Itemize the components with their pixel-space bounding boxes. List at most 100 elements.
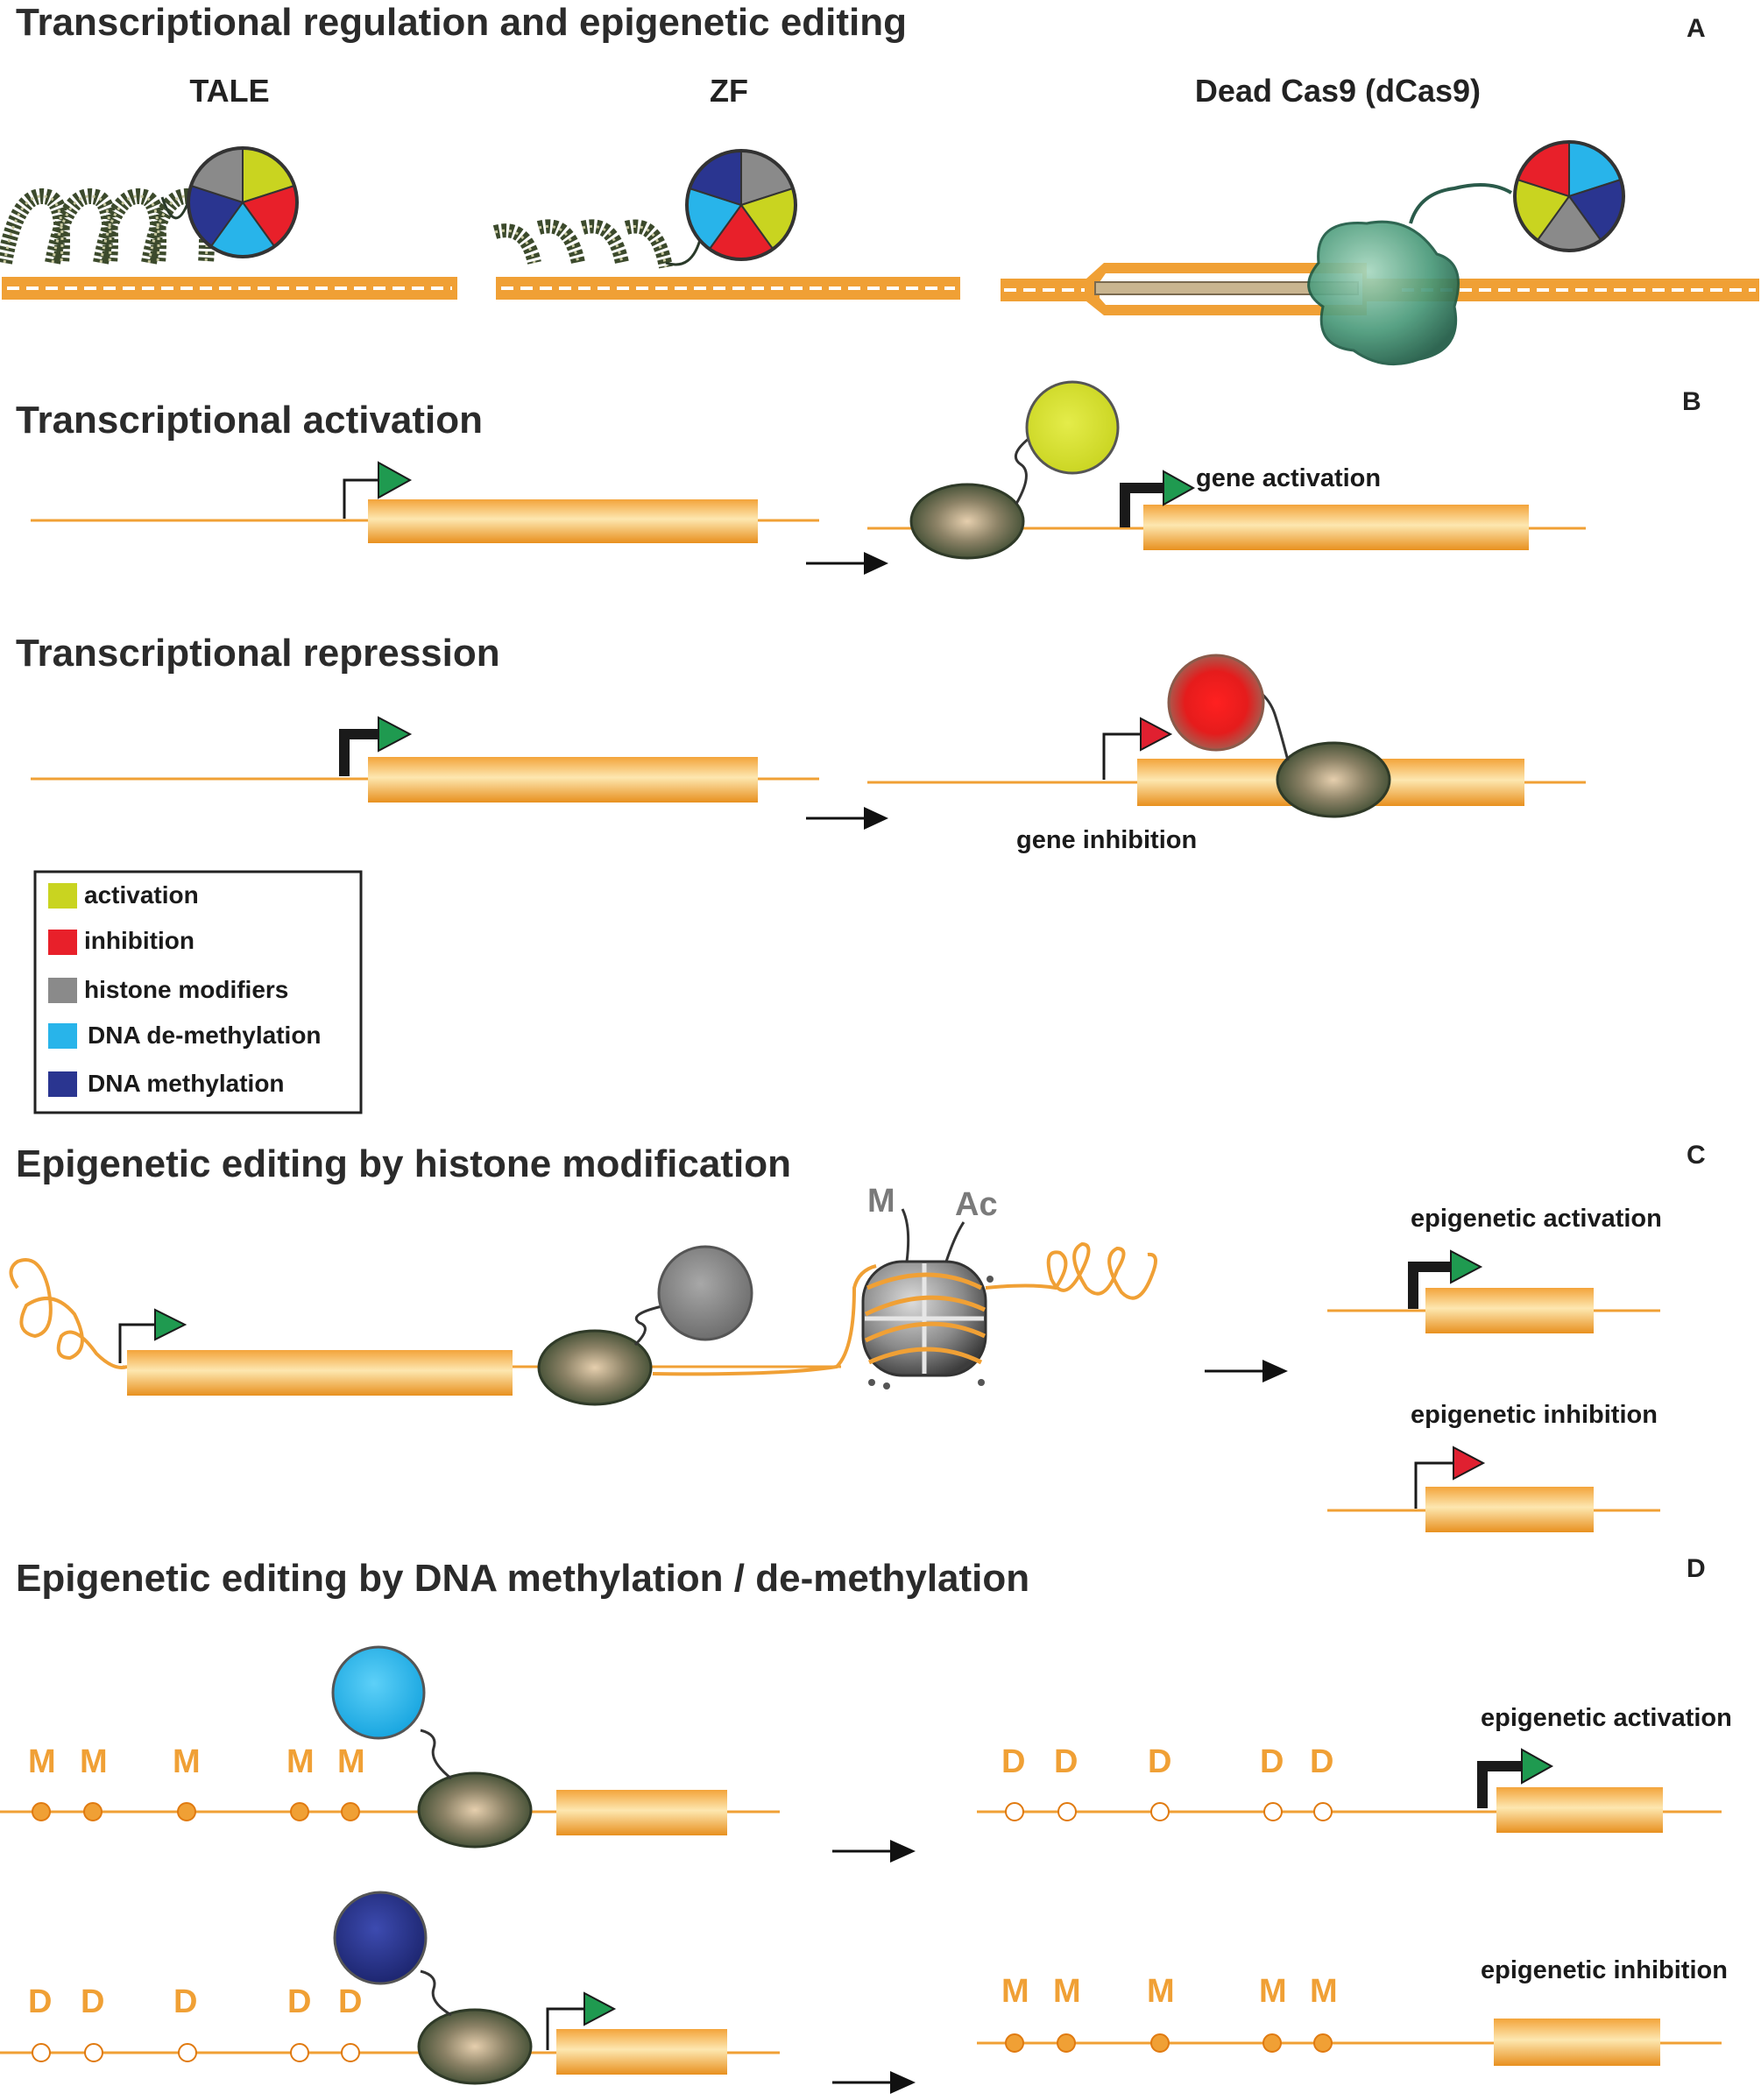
cpg-mark-label: M xyxy=(337,1743,365,1780)
cpg-mark-label: D xyxy=(338,1983,362,2020)
arrowhead-icon xyxy=(890,1840,916,1863)
legend-swatch-histone-modifiers xyxy=(48,978,77,1003)
chromatin-coil xyxy=(985,1241,1157,1300)
legend-swatch-dna-methylation xyxy=(48,1071,77,1097)
panel-c-title: Epigenetic editing by histone modificati… xyxy=(16,1142,791,1185)
arrowhead-green-icon xyxy=(378,461,413,499)
arrowhead-red-icon xyxy=(1140,717,1173,752)
gene-inhibition-label: gene inhibition xyxy=(1016,826,1197,854)
legend-swatch-inhibition xyxy=(48,930,77,955)
methylation-marks-row: M M M M M xyxy=(1001,1973,1338,2053)
linker xyxy=(420,1729,452,1780)
panel-d-title: Epigenetic editing by DNA methylation / … xyxy=(16,1557,1029,1600)
gene-body xyxy=(1496,1787,1663,1833)
gene-body xyxy=(556,1790,727,1835)
arrowhead-icon xyxy=(864,807,888,830)
cpg-mark-label: D xyxy=(1054,1743,1078,1780)
arrowhead-red-icon xyxy=(1453,1446,1486,1481)
legend-box xyxy=(33,870,363,1114)
tale-repeats xyxy=(0,188,215,265)
histone-tail xyxy=(944,1221,965,1262)
arrowhead-green-icon xyxy=(1163,470,1196,506)
methylation-domain xyxy=(333,1891,428,1985)
histone-tail xyxy=(901,1208,910,1262)
cpg-mark-label: D xyxy=(1148,1743,1171,1780)
promoter-arrow-weak xyxy=(118,1323,155,1363)
gene-body xyxy=(556,2029,727,2075)
promoter-arrow-strong xyxy=(1120,483,1163,527)
cpg-mark-label: D xyxy=(173,1983,197,2020)
panel-d-letter: D xyxy=(1687,1554,1706,1583)
cpg-mark-label: M xyxy=(28,1743,56,1780)
dcas9-linker xyxy=(1409,183,1513,224)
activation-title: Transcriptional activation xyxy=(16,399,483,442)
tool-label-dcas9: Dead Cas9 (dCas9) xyxy=(1195,73,1481,109)
promoter-arrow-strong xyxy=(339,729,378,776)
gene-body xyxy=(1425,1487,1594,1532)
linker xyxy=(1014,436,1030,505)
methylation-marks-row: M M M M M xyxy=(28,1743,365,1821)
linker xyxy=(633,1304,667,1347)
gene-body xyxy=(1425,1288,1594,1333)
epigenetic-inhibition-label: epigenetic inhibition xyxy=(1481,1956,1728,1984)
promoter-arrow-weak xyxy=(343,478,378,519)
demethylated-marks-row: D D D D D xyxy=(28,1983,362,2062)
repressor-domain xyxy=(1167,654,1265,752)
dna-to-nucleosome xyxy=(652,1264,877,1376)
arrowhead-icon xyxy=(890,2071,916,2094)
cpg-mark-label: M xyxy=(80,1743,108,1780)
cpg-mark-label: M xyxy=(1310,1973,1338,2010)
promoter-arrow-strong xyxy=(1477,1761,1522,1808)
repression-title: Transcriptional repression xyxy=(16,632,500,675)
gene-body xyxy=(127,1350,513,1396)
cpg-mark-label: M xyxy=(1259,1973,1287,2010)
panel-b-letter: B xyxy=(1682,387,1701,416)
promoter-arrow-strong xyxy=(1408,1262,1451,1309)
arrowhead-green-icon xyxy=(154,1308,187,1341)
arrowhead-icon xyxy=(1262,1360,1288,1382)
epigenetic-activation-label: epigenetic activation xyxy=(1481,1704,1732,1732)
acetyl-mark-label: Ac xyxy=(955,1186,998,1223)
linker xyxy=(420,1969,452,2017)
cpg-mark-label: D xyxy=(1260,1743,1284,1780)
panel-d: Epigenetic editing by DNA methylation / … xyxy=(0,1554,1732,2094)
gene-body xyxy=(1143,505,1529,550)
cpg-mark-label: M xyxy=(173,1743,201,1780)
legend-label-dna-demethylation: DNA de-methylation xyxy=(88,1022,322,1049)
arrowhead-green-icon xyxy=(583,1991,617,2026)
legend-swatch-dna-demethylation xyxy=(48,1023,77,1049)
demethylated-marks-row: D D D D D xyxy=(1001,1743,1333,1821)
zf-effector-wheel xyxy=(685,149,797,261)
dna-binding-protein xyxy=(537,1329,653,1406)
arrowhead-green-icon xyxy=(378,716,413,753)
epigenetic-inhibition-label: epigenetic inhibition xyxy=(1411,1401,1658,1429)
gene-activation-label: gene activation xyxy=(1196,464,1381,492)
nucleosome xyxy=(861,1260,994,1389)
tool-label-zf: ZF xyxy=(710,73,748,109)
panel-a: Transcriptional regulation and epigeneti… xyxy=(0,1,1759,366)
legend-label-dna-methylation: DNA methylation xyxy=(88,1070,285,1097)
tale-linker xyxy=(160,196,190,220)
cpg-mark-label: D xyxy=(287,1983,311,2020)
gene-body xyxy=(1494,2019,1660,2066)
arrowhead-icon xyxy=(864,552,888,575)
cpg-mark-label: D xyxy=(81,1983,104,2020)
gene-body xyxy=(368,499,758,543)
zf-fingers xyxy=(492,219,673,269)
promoter-arrow-weak xyxy=(546,2007,584,2050)
dna-binding-protein xyxy=(909,483,1025,560)
dcas9-effector-wheel xyxy=(1513,140,1625,252)
gene-body xyxy=(368,757,758,803)
promoter-arrow-weak xyxy=(1102,732,1141,780)
legend-label-histone-modifiers: histone modifiers xyxy=(84,976,288,1003)
cpg-mark-label: M xyxy=(1053,1973,1081,2010)
tale-dna xyxy=(2,277,457,300)
chromatin-coil xyxy=(9,1258,128,1369)
tale-effector-wheel xyxy=(187,146,299,258)
arrowhead-green-icon xyxy=(1450,1249,1483,1284)
legend-swatch-activation xyxy=(48,883,77,909)
legend: activation inhibition histone modifiers … xyxy=(33,870,363,1114)
legend-label-inhibition: inhibition xyxy=(84,927,194,954)
tool-label-tale: TALE xyxy=(189,73,269,109)
